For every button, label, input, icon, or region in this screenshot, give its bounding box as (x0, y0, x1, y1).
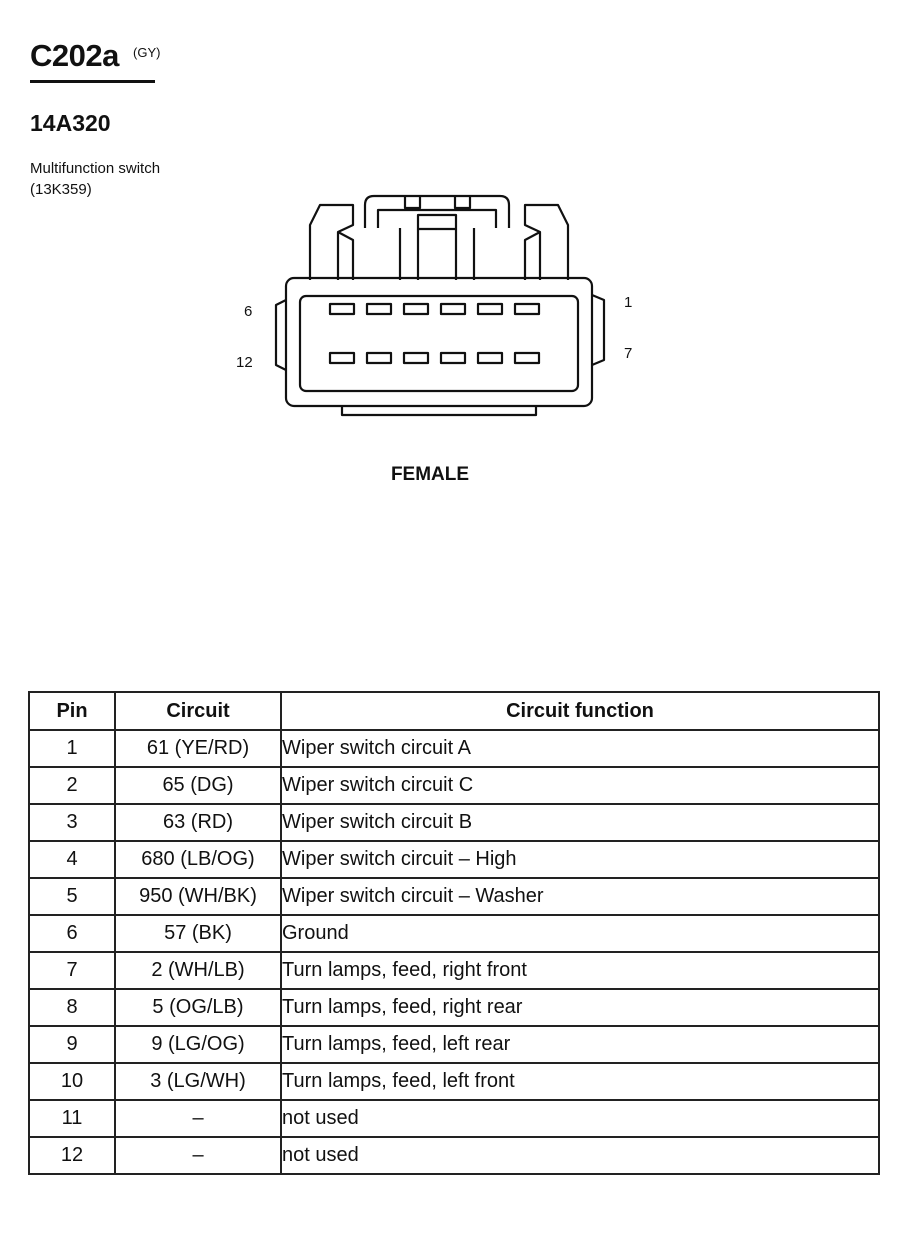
pin-cell: 10 (28, 1062, 116, 1101)
circuit-cell: – (114, 1136, 282, 1175)
table-row: 10 3 (LG/WH) Turn lamps, feed, left fron… (28, 1062, 880, 1101)
pin-cell: 9 (28, 1025, 116, 1064)
terminal-slot (439, 351, 467, 365)
terminal-slot (476, 302, 504, 316)
pin-cell: 3 (28, 803, 116, 842)
function-cell: Turn lamps, feed, right rear (280, 988, 880, 1027)
function-cell: Turn lamps, feed, left rear (280, 1025, 880, 1064)
connector-bottom-rail (340, 406, 538, 417)
connector-right-shoulder (523, 203, 570, 280)
component-code: (13K359) (30, 181, 92, 198)
circuit-cell: 61 (YE/RD) (114, 729, 282, 768)
terminal-slot (513, 351, 541, 365)
function-cell: Ground (280, 914, 880, 953)
pin-label-6: 6 (244, 303, 253, 320)
function-cell: not used (280, 1136, 880, 1175)
connector-id-underline (30, 80, 155, 83)
connector-id: C202a (30, 38, 119, 73)
circuit-cell: 5 (OG/LB) (114, 988, 282, 1027)
connector-left-key (274, 299, 287, 371)
function-cell: Turn lamps, feed, right front (280, 951, 880, 990)
circuit-cell: 9 (LG/OG) (114, 1025, 282, 1064)
circuit-cell: 57 (BK) (114, 914, 282, 953)
pin-cell: 12 (28, 1136, 116, 1175)
pin-cell: 5 (28, 877, 116, 916)
terminal-slot (513, 302, 541, 316)
function-cell: not used (280, 1099, 880, 1138)
connector-right-key (591, 293, 606, 367)
table-row: 5 950 (WH/BK) Wiper switch circuit – Was… (28, 877, 880, 916)
connector-diagram (274, 194, 606, 417)
terminal-slot (328, 302, 356, 316)
terminal-slot (365, 302, 393, 316)
header-function: Circuit function (280, 691, 880, 731)
circuit-cell: 3 (LG/WH) (114, 1062, 282, 1101)
terminal-slot (476, 351, 504, 365)
table-row: 4 680 (LB/OG) Wiper switch circuit – Hig… (28, 840, 880, 879)
pin-cell: 11 (28, 1099, 116, 1138)
table-row: 2 65 (DG) Wiper switch circuit C (28, 766, 880, 805)
header-pin: Pin (28, 691, 116, 731)
connector-latch (363, 194, 511, 228)
pin-cell: 2 (28, 766, 116, 805)
table-row: 11 – not used (28, 1099, 880, 1138)
function-cell: Wiper switch circuit B (280, 803, 880, 842)
circuit-cell: 680 (LB/OG) (114, 840, 282, 879)
function-cell: Wiper switch circuit – Washer (280, 877, 880, 916)
table-row: 12 – not used (28, 1136, 880, 1175)
table-row: 8 5 (OG/LB) Turn lamps, feed, right rear (28, 988, 880, 1027)
circuit-cell: 950 (WH/BK) (114, 877, 282, 916)
pin-label-1: 1 (624, 294, 633, 311)
function-cell: Wiper switch circuit – High (280, 840, 880, 879)
table-row: 9 9 (LG/OG) Turn lamps, feed, left rear (28, 1025, 880, 1064)
pin-cell: 4 (28, 840, 116, 879)
circuit-cell: 63 (RD) (114, 803, 282, 842)
table-row: 3 63 (RD) Wiper switch circuit B (28, 803, 880, 842)
table-row: 7 2 (WH/LB) Turn lamps, feed, right fron… (28, 951, 880, 990)
function-cell: Turn lamps, feed, left front (280, 1062, 880, 1101)
pinout-table: Pin Circuit Circuit function 1 61 (YE/RD… (28, 691, 880, 1175)
table-header-row: Pin Circuit Circuit function (28, 691, 880, 731)
connector-housing (284, 276, 594, 408)
part-number: 14A320 (30, 110, 111, 136)
terminal-slot (402, 351, 430, 365)
header-circuit: Circuit (114, 691, 282, 731)
function-cell: Wiper switch circuit C (280, 766, 880, 805)
pin-cell: 1 (28, 729, 116, 768)
terminal-slot (328, 351, 356, 365)
table-row: 6 57 (BK) Ground (28, 914, 880, 953)
pin-cell: 8 (28, 988, 116, 1027)
function-cell: Wiper switch circuit A (280, 729, 880, 768)
circuit-cell: 65 (DG) (114, 766, 282, 805)
pin-label-12: 12 (236, 354, 253, 371)
terminal-slot (439, 302, 467, 316)
circuit-cell: 2 (WH/LB) (114, 951, 282, 990)
circuit-cell: – (114, 1099, 282, 1138)
terminal-slot (402, 302, 430, 316)
gender-label: FEMALE (390, 464, 470, 485)
pin-cell: 7 (28, 951, 116, 990)
table-row: 1 61 (YE/RD) Wiper switch circuit A (28, 729, 880, 768)
connector-left-shoulder (308, 203, 355, 280)
terminal-slot (365, 351, 393, 365)
component-name: Multifunction switch (30, 160, 161, 177)
connector-color: (GY) (133, 45, 161, 60)
pin-label-7: 7 (624, 345, 633, 362)
pin-cell: 6 (28, 914, 116, 953)
